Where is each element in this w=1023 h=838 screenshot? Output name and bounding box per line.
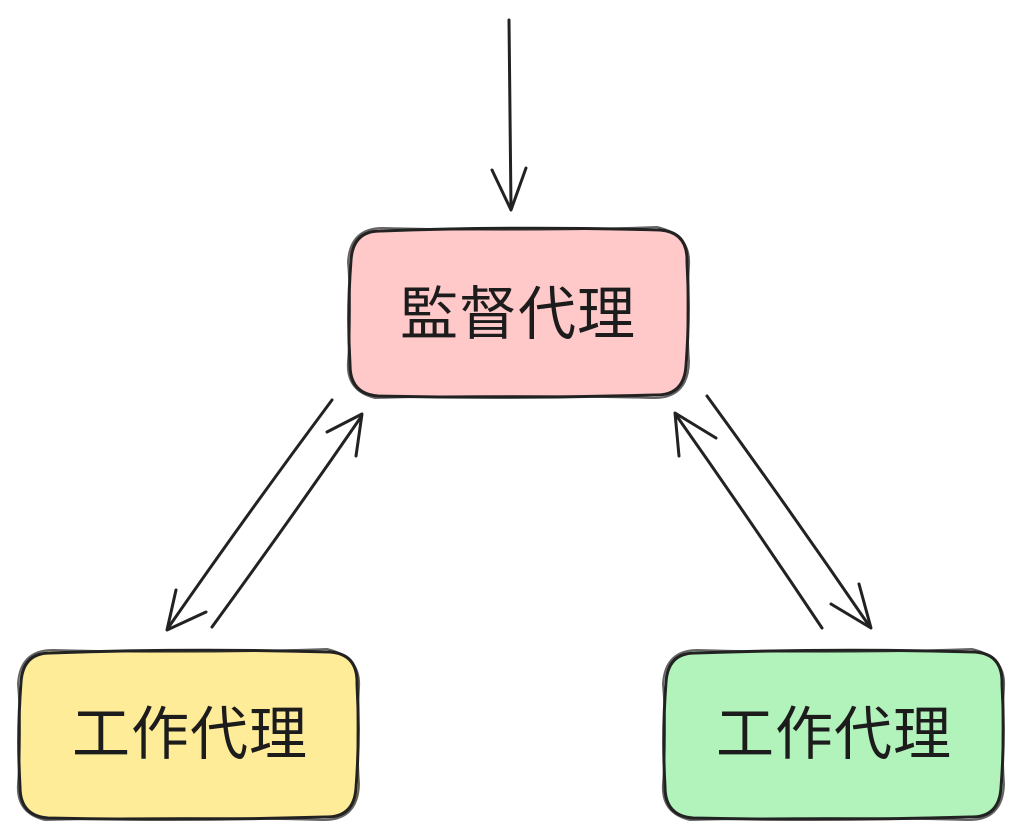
arrow-supervisor-to-left-worker [165,398,334,632]
worker-left-label: 工作代理 [72,700,308,768]
arrow-supervisor-to-right-worker [705,394,873,630]
supervisor-node[interactable]: 監督代理 [346,226,691,400]
worker-right-node-box [665,651,1003,818]
worker-left-node-box [20,651,359,818]
worker-node-left[interactable]: 工作代理 [16,648,361,822]
incoming-arrow [490,18,528,212]
arrow-right-worker-to-supervisor [673,411,824,630]
supervisor-node-box [349,229,688,396]
worker-right-label: 工作代理 [716,700,952,768]
worker-node-right[interactable]: 工作代理 [661,648,1006,822]
arrow-left-worker-to-supervisor [210,412,364,629]
supervisor-label: 監督代理 [400,280,636,348]
